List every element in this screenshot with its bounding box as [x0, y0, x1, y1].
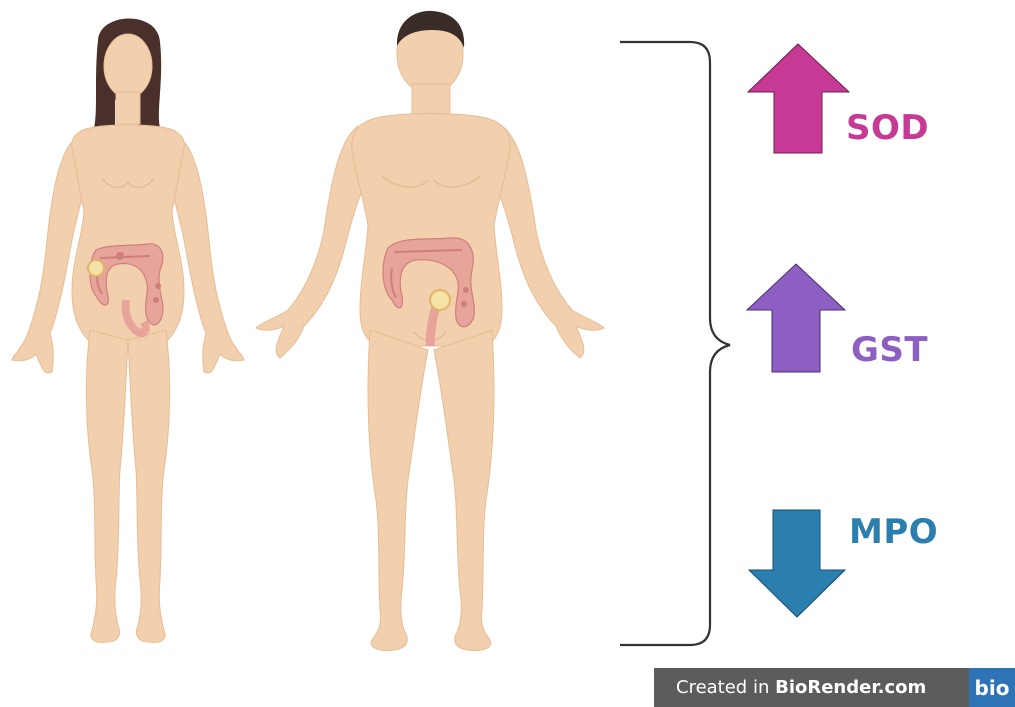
- biorender-watermark: Created in BioRender.com bio: [654, 668, 1015, 707]
- biorender-logo-icon: bio: [969, 668, 1015, 707]
- male-tumor: [430, 290, 450, 310]
- male-right-arm: [496, 126, 604, 358]
- sod-label: SOD: [846, 108, 929, 148]
- female-head: [104, 34, 152, 98]
- gst-up-arrow-icon: [747, 264, 845, 372]
- curly-brace: [620, 42, 730, 645]
- female-left-leg: [86, 330, 128, 643]
- male-left-leg: [368, 330, 428, 651]
- female-right-leg: [128, 330, 170, 643]
- female-left-arm: [12, 142, 86, 373]
- male-figure: [256, 11, 604, 651]
- female-right-arm: [170, 142, 244, 373]
- gst-label: GST: [851, 330, 928, 370]
- male-right-leg: [434, 330, 494, 651]
- watermark-prefix: Created in: [676, 677, 775, 698]
- watermark-text: Created in BioRender.com: [654, 677, 969, 698]
- mpo-down-arrow-icon: [749, 510, 845, 617]
- female-tumor: [88, 260, 104, 276]
- mpo-label: MPO: [849, 512, 938, 552]
- female-figure: [12, 19, 244, 643]
- watermark-brand: BioRender.com: [775, 677, 926, 698]
- male-left-arm: [256, 126, 364, 358]
- sod-up-arrow-icon: [748, 44, 849, 153]
